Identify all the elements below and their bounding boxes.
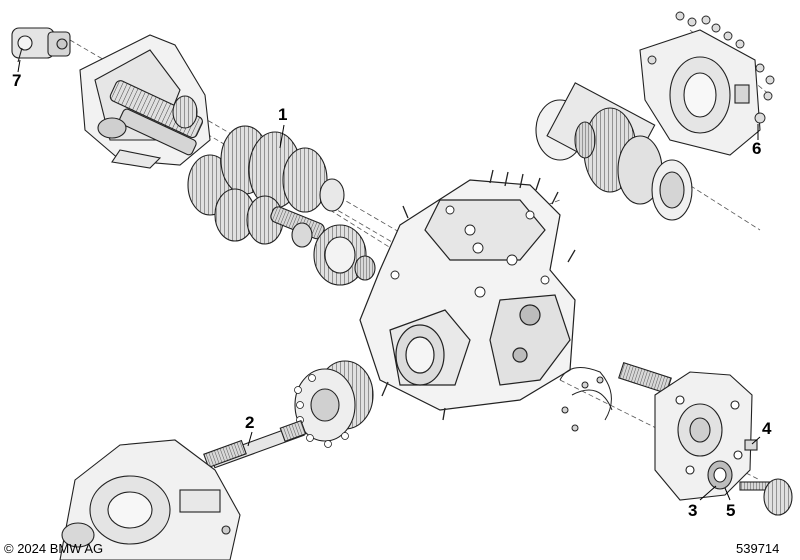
rear-housing-fragment — [59, 439, 241, 560]
callout-label-3: 3 — [688, 501, 698, 520]
callout-label-7: 7 — [12, 71, 22, 90]
housing-cover-part-6 — [639, 11, 775, 156]
callout-label-1: 1 — [278, 105, 288, 124]
gear-set-part-1 — [187, 125, 345, 248]
shift-actuator-part-7 — [11, 27, 71, 63]
drive-flange — [294, 360, 374, 448]
gearbox-cover-assembly — [79, 34, 211, 169]
drive-shaft-part-2 — [203, 419, 307, 469]
synchro-hub — [313, 224, 376, 286]
callout-label-6: 6 — [752, 139, 762, 158]
transmission-housing — [359, 169, 576, 421]
output-drum-assembly — [535, 82, 693, 221]
seal-ring — [559, 367, 613, 432]
copyright-notice: © 2024 BMW AG — [4, 541, 104, 556]
output-module — [618, 361, 793, 516]
callout-leader-lines — [17, 59, 761, 501]
callout-label-2: 2 — [245, 413, 255, 432]
diagram-number: 539714 — [736, 541, 780, 556]
callout-label-4: 4 — [762, 419, 772, 438]
callout-label-5: 5 — [726, 501, 736, 520]
